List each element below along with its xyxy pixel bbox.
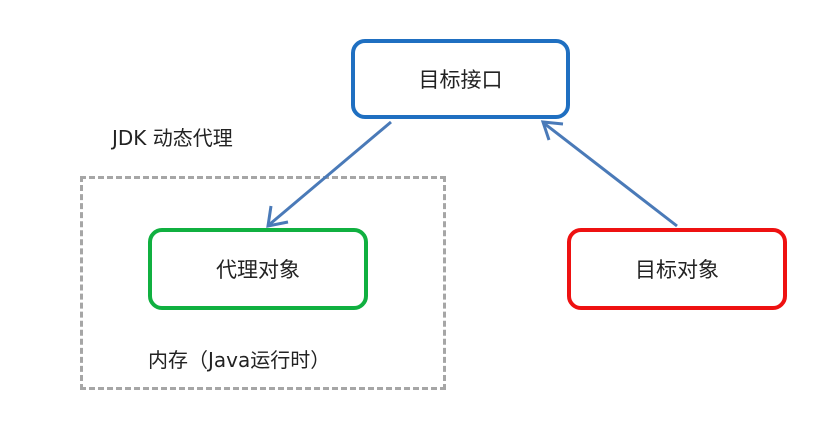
memory-label: 内存（Java运行时） bbox=[148, 348, 331, 372]
target-object-node: 目标对象 bbox=[567, 228, 787, 310]
memory-region bbox=[80, 176, 446, 390]
arrow-target-to-interface bbox=[544, 122, 678, 228]
target-interface-label: 目标接口 bbox=[418, 68, 503, 92]
target-interface-node: 目标接口 bbox=[351, 39, 570, 119]
jdk-dynamic-proxy-label: JDK 动态代理 bbox=[112, 126, 233, 150]
proxy-object-label: 代理对象 bbox=[216, 258, 300, 282]
target-object-label: 目标对象 bbox=[635, 258, 719, 282]
arrowhead-interface bbox=[540, 120, 564, 141]
proxy-object-node: 代理对象 bbox=[148, 228, 368, 310]
